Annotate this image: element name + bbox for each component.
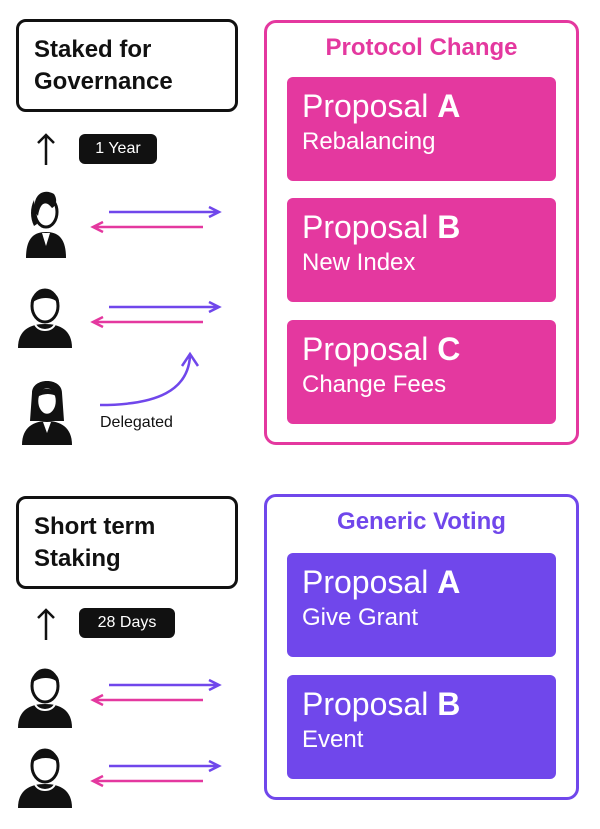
proposal-card-b[interactable]: Proposal B New Index [287, 198, 556, 302]
proposal-word: Proposal [302, 331, 429, 367]
staked-for-governance-label: Staked for Governance [16, 19, 238, 112]
man-icon [18, 748, 72, 808]
protocol-change-panel: Protocol Change Proposal A Rebalancing P… [264, 20, 579, 445]
proposal-name: Rebalancing [302, 128, 436, 155]
proposal-name: New Index [302, 249, 416, 276]
delegated-curved-arrow [99, 351, 200, 407]
panel-title: Protocol Change [325, 34, 518, 61]
bidirectional-arrow-2 [90, 300, 222, 329]
bidirectional-arrow-4 [90, 759, 222, 788]
proposal-card-c[interactable]: Proposal C Change Fees [287, 320, 556, 424]
up-arrow-icon [37, 608, 55, 640]
proposal-word: Proposal [302, 209, 429, 245]
proposal-word: Proposal [302, 686, 429, 722]
label-line-1: Staked for [34, 36, 152, 63]
up-arrow-icon [37, 133, 55, 165]
label-line-2: Governance [34, 68, 173, 95]
woman-long-hair-icon [22, 381, 72, 445]
duration-badge: 1 Year [79, 134, 157, 164]
bidirectional-arrow-3 [90, 678, 222, 707]
proposal-card-b[interactable]: Proposal B Event [287, 675, 556, 779]
proposal-card-a[interactable]: Proposal A Give Grant [287, 553, 556, 657]
delegated-label: Delegated [100, 414, 173, 431]
proposal-name: Give Grant [302, 604, 419, 631]
proposal-letter: B [437, 209, 461, 245]
proposal-name: Change Fees [302, 371, 447, 398]
duration-badge: 28 Days [79, 608, 175, 638]
proposal-name: Event [302, 726, 364, 753]
label-line-1: Short term [34, 513, 156, 540]
short-term-staking-label: Short term Staking [16, 496, 238, 589]
panel-title: Generic Voting [337, 508, 506, 535]
proposal-letter: A [437, 88, 461, 124]
proposal-letter: A [437, 564, 461, 600]
proposal-word: Proposal [302, 88, 429, 124]
proposal-word: Proposal [302, 564, 429, 600]
proposal-letter: B [437, 686, 461, 722]
generic-voting-panel: Generic Voting Proposal A Give Grant Pro… [264, 494, 579, 800]
man-icon [18, 668, 72, 728]
proposal-letter: C [437, 331, 461, 367]
bidirectional-arrow-1 [90, 205, 222, 234]
woman-short-hair-icon [26, 191, 66, 258]
man-icon [18, 288, 72, 348]
proposal-card-a[interactable]: Proposal A Rebalancing [287, 77, 556, 181]
label-line-2: Staking [34, 545, 121, 572]
